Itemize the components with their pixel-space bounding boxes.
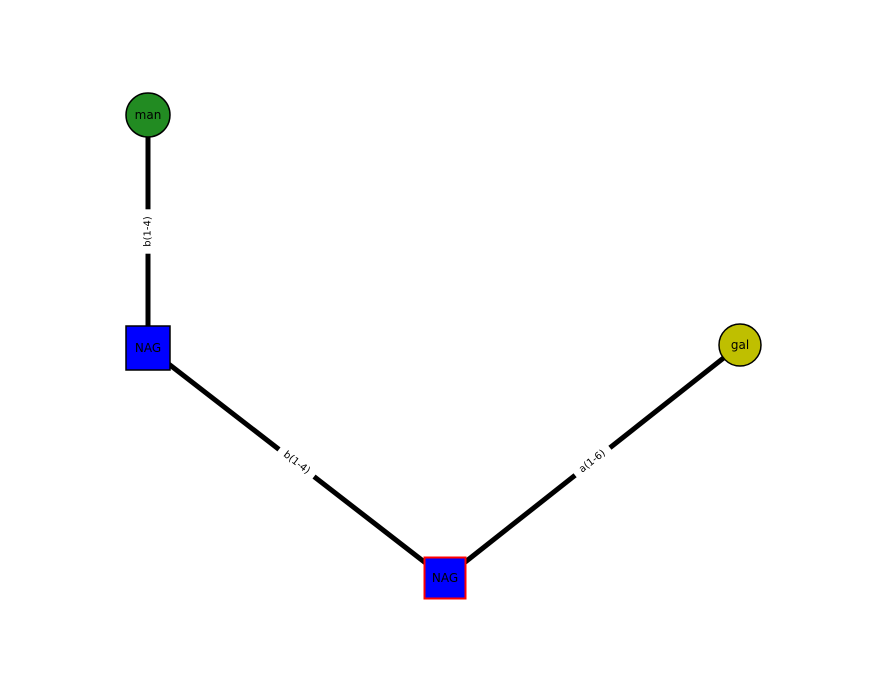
node-man: man — [125, 92, 171, 138]
edge-label-bg — [570, 441, 615, 482]
edge-label-group: b(1-4) — [274, 443, 319, 483]
node-label: man — [135, 108, 162, 122]
node-nag2: NAG — [423, 556, 467, 600]
edge-label-group: b(1-4) — [140, 209, 156, 254]
node-nag1: NAG — [125, 325, 171, 371]
node-label: NAG — [135, 341, 161, 355]
node-gal: gal — [718, 323, 762, 367]
nag1-square-shape — [125, 325, 171, 371]
edge-label-group: a(1-6) — [570, 441, 615, 482]
gal-circle-shape — [718, 323, 762, 367]
edge-label-bg — [274, 443, 319, 483]
nag2-square-shape — [423, 556, 467, 600]
edge-label-bg — [140, 209, 156, 254]
node-label: NAG — [432, 571, 458, 585]
node-label: gal — [731, 338, 749, 352]
man-circle-shape — [125, 92, 171, 138]
edge-label: b(1-4) — [143, 216, 154, 247]
